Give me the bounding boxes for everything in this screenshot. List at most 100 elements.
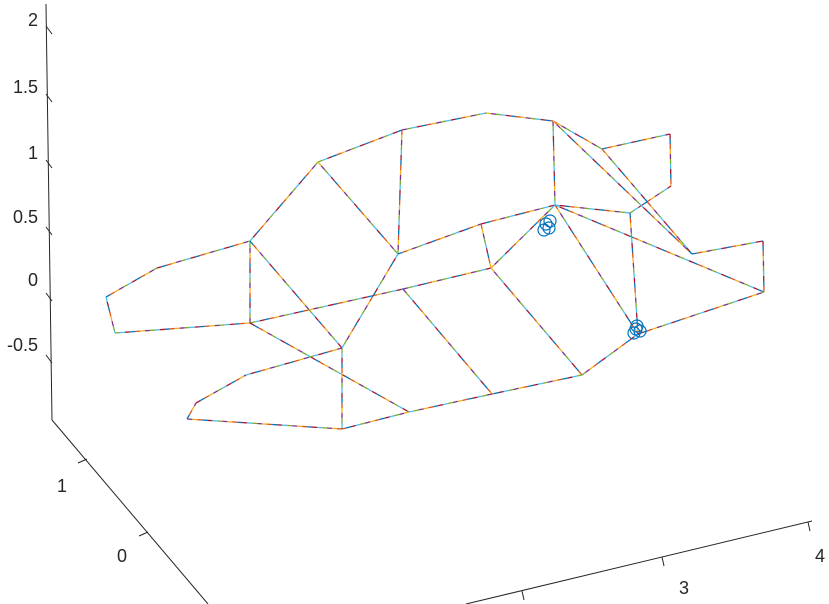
wireframe-edge-stroke	[186, 402, 197, 420]
wireframe-edge-stroke	[249, 322, 410, 413]
wireframe-edge-stroke	[245, 347, 343, 376]
wireframe-edge-stroke	[397, 129, 403, 255]
y-tick-mark	[138, 531, 149, 537]
wireframe-edge	[490, 267, 583, 376]
wireframe-edge-stroke	[552, 120, 603, 150]
wireframe-edge-stroke	[637, 291, 765, 335]
wireframe-edge	[401, 112, 487, 131]
wireframe-edge	[249, 288, 404, 324]
wireframe-edge-stroke	[629, 212, 639, 335]
wireframe-edge-stroke	[249, 288, 404, 324]
wireframe-edge-stroke	[491, 374, 583, 395]
wireframe-edge-stroke	[691, 240, 764, 255]
wireframe-edge	[249, 161, 319, 242]
wireframe-edge-stroke	[601, 133, 671, 150]
wireframe-edge	[554, 204, 639, 335]
wireframe-edge-stroke	[317, 129, 403, 163]
wireframe-edge-stroke	[249, 240, 343, 349]
wireframe-edge-stroke	[105, 296, 116, 334]
wireframe-edge-stroke	[490, 204, 556, 269]
wireframe-edge-stroke	[485, 112, 554, 122]
edges-layer	[105, 112, 765, 430]
wireframe-edge-stroke	[601, 148, 693, 255]
wireframe-edge-stroke	[402, 267, 492, 290]
wireframe-edge-stroke	[554, 204, 765, 293]
wireframe-edge-stroke	[317, 129, 403, 163]
circle-marker	[537, 223, 551, 237]
wireframe-edge-stroke	[105, 267, 158, 298]
wireframe-edge-stroke	[480, 223, 492, 269]
wireframe-edge	[552, 120, 556, 206]
wireframe-edge-stroke	[408, 393, 493, 413]
wireframe-edge-stroke	[249, 240, 343, 349]
y-tick-label: 0	[117, 546, 127, 566]
wireframe-edge-stroke	[762, 240, 765, 293]
wireframe-edge	[105, 267, 158, 298]
wireframe-edge-stroke	[552, 120, 693, 255]
wireframe-edge-stroke	[341, 411, 410, 430]
wireframe-edge-stroke	[186, 402, 197, 420]
circle-marker	[543, 214, 557, 228]
wireframe-edge-stroke	[402, 267, 492, 290]
wireframe-edge	[691, 240, 764, 255]
z-tick-mark	[45, 354, 53, 364]
wireframe-edge	[249, 322, 410, 413]
wireframe-edge-stroke	[249, 322, 410, 413]
wireframe-edge-stroke	[552, 120, 603, 150]
wireframe-edge-stroke	[195, 374, 247, 404]
wireframe-edge-stroke	[245, 347, 343, 376]
wireframe-edge	[491, 374, 583, 395]
wireframe-edge-stroke	[490, 267, 583, 376]
wireframe-edge	[629, 212, 639, 335]
wireframe-edge-stroke	[669, 133, 672, 187]
markers-layer	[537, 214, 647, 340]
wireframe-edge-stroke	[691, 240, 764, 255]
axes-layer: 2 1.5 1 0.5 0 -0.5 1 0 3 4	[7, 3, 825, 604]
wireframe-edge-stroke	[691, 240, 764, 255]
wireframe-edge-stroke	[554, 204, 765, 293]
wireframe-edge-stroke	[317, 161, 399, 255]
wireframe-edge	[114, 322, 251, 334]
wireframe-edge-stroke	[186, 418, 343, 430]
wireframe-edge-stroke	[402, 267, 492, 290]
x-tick-label: 4	[815, 546, 825, 566]
wireframe-edge-stroke	[186, 402, 197, 420]
wireframe-edge-stroke	[629, 185, 672, 214]
wireframe-edge-stroke	[156, 240, 251, 269]
wireframe-edge	[762, 240, 765, 293]
z-tick-mark	[45, 226, 53, 236]
wireframe-edge-stroke	[637, 291, 765, 335]
wireframe-edge-stroke	[249, 161, 319, 242]
wireframe-edge-stroke	[601, 133, 671, 150]
wireframe-edge-stroke	[629, 212, 639, 335]
wireframe-edge-stroke	[397, 129, 403, 255]
wireframe-edge-stroke	[397, 223, 482, 255]
wireframe-edge	[156, 240, 251, 269]
wireframe-edge-stroke	[491, 374, 583, 395]
z-tick-mark	[45, 25, 53, 35]
wireframe-edge-stroke	[105, 267, 158, 298]
wireframe-edge	[105, 296, 116, 334]
wireframe-edge	[249, 240, 343, 349]
wireframe-edge-stroke	[195, 374, 247, 404]
circle-marker	[627, 326, 641, 340]
wireframe-edge-stroke	[105, 267, 158, 298]
wireframe-edge-stroke	[581, 333, 639, 376]
wireframe-edge-stroke	[341, 411, 410, 430]
wireframe-edge	[629, 185, 672, 214]
wireframe-edge-stroke	[554, 204, 765, 293]
wireframe-edge-stroke	[341, 253, 399, 349]
wireframe-edge-stroke	[637, 291, 765, 335]
wireframe-edge-stroke	[114, 322, 251, 334]
wireframe-edge-stroke	[552, 120, 693, 255]
wireframe-edge	[485, 112, 554, 122]
z-tick-mark	[45, 292, 53, 302]
wireframe-edge-stroke	[490, 204, 556, 269]
wireframe-edge	[601, 133, 671, 150]
wireframe-edge	[408, 393, 493, 413]
wireframe-edge-stroke	[629, 185, 672, 214]
z-axis-line	[45, 3, 53, 421]
circle-marker	[539, 217, 553, 231]
wireframe-edge-stroke	[552, 120, 603, 150]
